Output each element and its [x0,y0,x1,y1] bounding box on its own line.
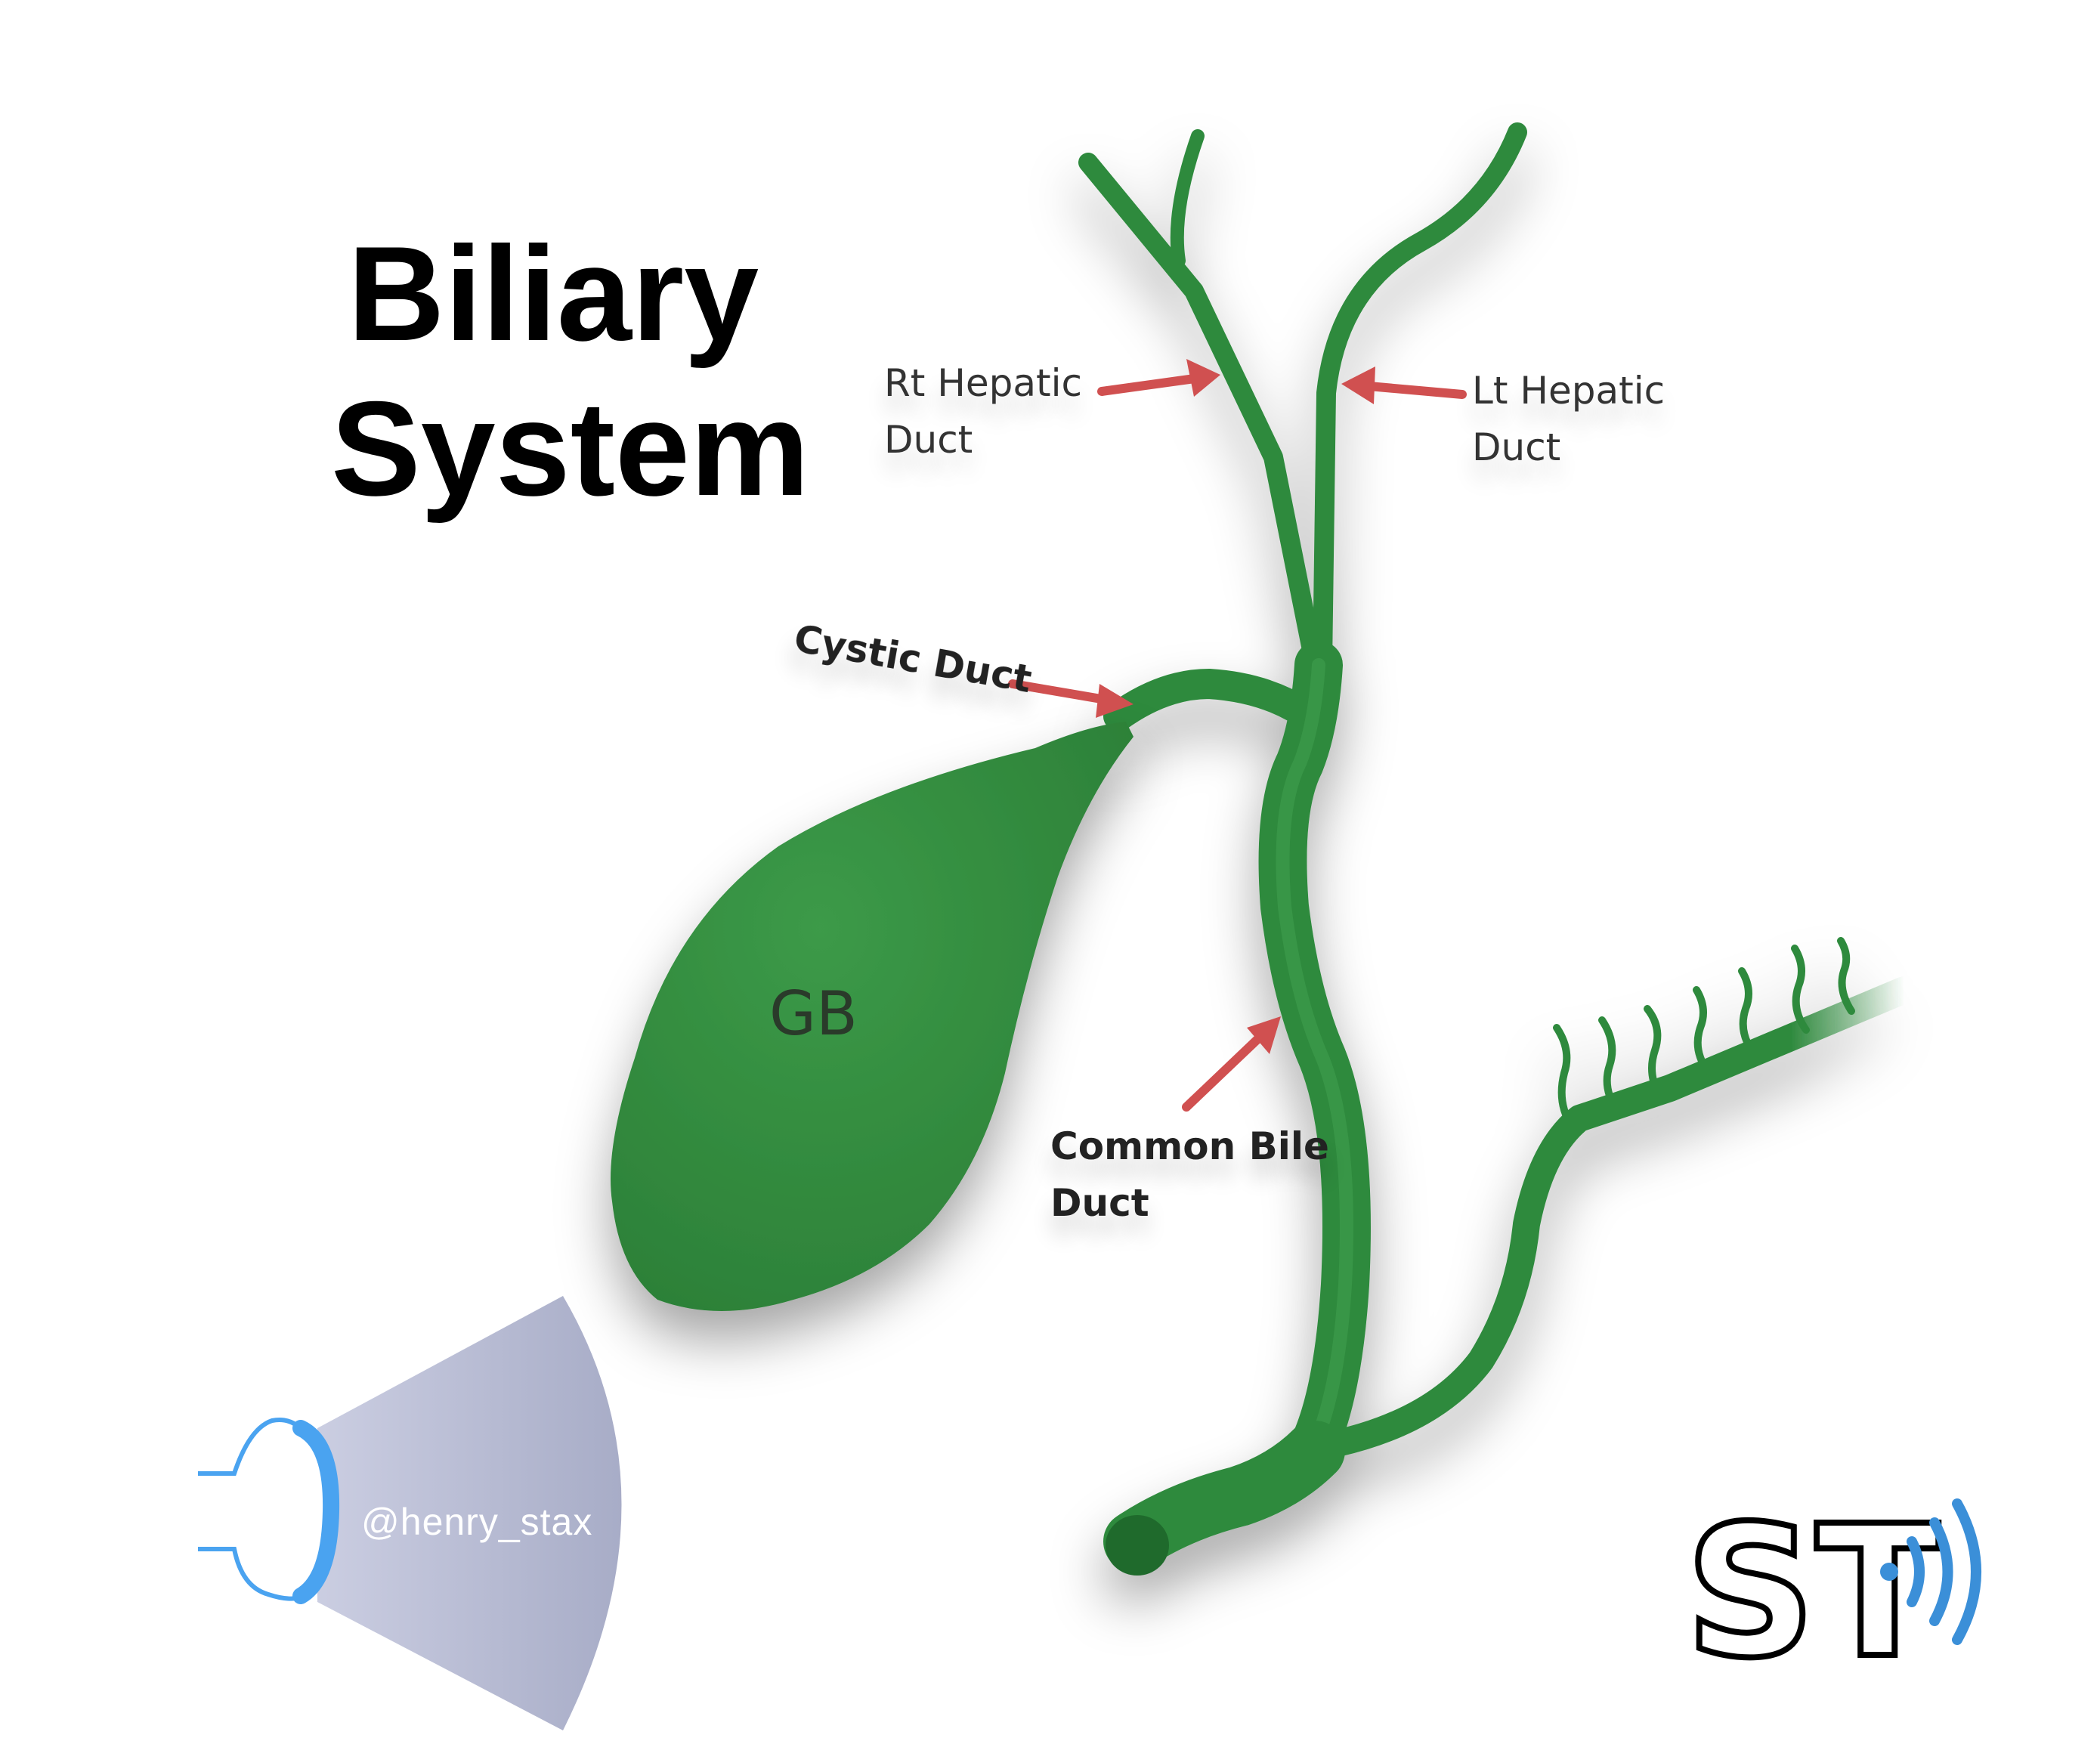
page-title-line-1: Biliary [348,218,759,369]
logo-letters: ST [1685,1486,1940,1698]
ampulla-end [1106,1515,1169,1576]
gallbladder-shape [611,722,1134,1311]
ultrasound-probe-icon [198,1418,340,1604]
lt-hepatic-arrow [1356,381,1467,399]
common-bile-line-2: Duct [1050,1181,1149,1225]
common-bile-arrowhead [1247,1016,1281,1054]
lt-hepatic-arrowhead [1341,366,1375,404]
bile-ducts [1078,122,1918,1572]
pointer-arrows [1008,373,1467,1112]
rt-hepatic-arrowhead [1186,359,1220,397]
lt-hepatic-line-1: Lt Hepatic [1472,369,1665,413]
lt-hepatic-label: Lt Hepatic Duct [1472,363,1665,476]
lt-hepatic-line-2: Duct [1472,425,1561,469]
rt-hepatic-label: Rt Hepatic Duct [884,355,1082,468]
common-bile-arrow [1182,1027,1270,1112]
author-watermark: @henry_stax [361,1501,593,1543]
cystic-arrow [1008,679,1119,706]
page-title-line-2: System [331,373,810,524]
rt-hepatic-line-1: Rt Hepatic [884,361,1082,405]
common-bile-line-1: Common Bile [1050,1124,1329,1168]
ultrasound-beam [317,1296,622,1730]
rt-hepatic-arrow [1097,373,1205,396]
rt-hepatic-line-2: Duct [884,418,973,462]
cystic-arrowhead [1096,684,1134,718]
common-bile-duct-label: Common Bile Duct [1050,1118,1329,1232]
gallbladder-label: GB [769,979,858,1049]
st-logo-icon: ST [1682,1483,1981,1701]
